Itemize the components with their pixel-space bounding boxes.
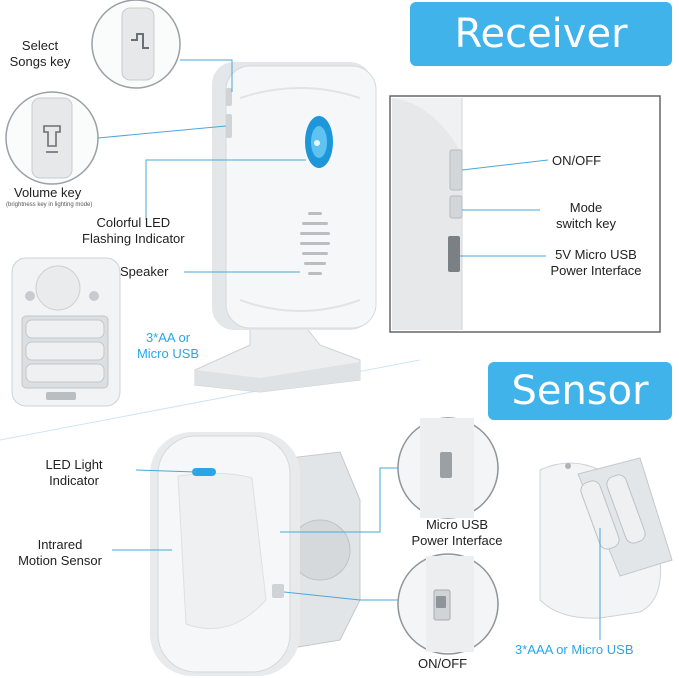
receiver-title-banner: Receiver: [410, 2, 672, 66]
sensor-on-off-label: ON/OFF: [418, 656, 468, 671]
sensor-battery-label: 3*AAA or Micro USB: [515, 642, 634, 657]
select-songs-label-line1: Select: [21, 38, 59, 53]
volume-key-label: Volume key: [14, 185, 82, 200]
select-songs-label: Select Songs key: [6, 38, 74, 70]
sensor-pir-label-line2: Motion Sensor: [18, 553, 102, 568]
receiver-usb-label-line1: 5V Micro USB: [555, 247, 637, 262]
sensor-usb-label-line1: Micro USB: [425, 517, 489, 532]
volume-key-note: (brightness key in lighting mode): [6, 202, 93, 208]
sensor-led-label: LED Light Indicator: [32, 457, 116, 489]
mode-switch-label-line1: Mode: [569, 200, 603, 215]
receiver-battery-label: 3*AA or Micro USB: [124, 330, 212, 362]
sensor-pir-label-line1: Intrared: [37, 537, 83, 552]
sensor-led-label-line2: Indicator: [49, 473, 99, 488]
sensor-led-label-line1: LED Light: [45, 457, 103, 472]
sensor-title-banner: Sensor: [488, 362, 672, 420]
sensor-title: Sensor: [511, 368, 649, 414]
receiver-title: Receiver: [454, 11, 628, 57]
mode-switch-label: Mode switch key: [544, 200, 628, 232]
colorful-led-label-line2: Flashing Indicator: [82, 231, 185, 246]
sensor-usb-label: Micro USB Power Interface: [402, 517, 512, 549]
sensor-pir-label: Intrared Motion Sensor: [6, 537, 114, 569]
colorful-led-label-line1: Colorful LED: [96, 215, 171, 230]
receiver-usb-label-line2: Power Interface: [550, 263, 642, 278]
receiver-battery-label-line1: 3*AA or: [145, 330, 191, 345]
receiver-usb-label: 5V Micro USB Power Interface: [538, 247, 654, 279]
select-songs-label-line2: Songs key: [9, 54, 71, 69]
sensor-usb-label-line2: Power Interface: [411, 533, 503, 548]
mode-switch-label-line2: switch key: [556, 216, 616, 231]
receiver-on-off-label: ON/OFF: [552, 153, 602, 168]
colorful-led-label: Colorful LED Flashing Indicator: [82, 215, 185, 247]
receiver-battery-label-line2: Micro USB: [136, 346, 200, 361]
speaker-label: Speaker: [120, 264, 169, 279]
